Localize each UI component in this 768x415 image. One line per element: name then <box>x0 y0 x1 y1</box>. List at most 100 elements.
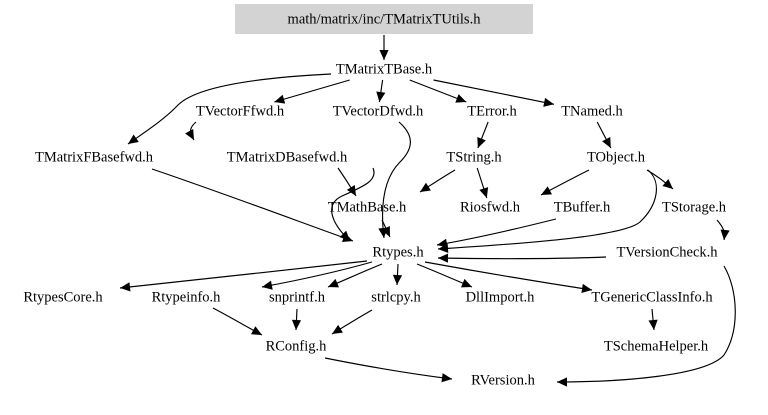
edge-arrowhead <box>120 282 131 292</box>
node-label: RtypesCore.h <box>23 289 103 305</box>
nodes-layer: math/matrix/inc/TMatrixTUtils.hTMatrixTB… <box>23 4 727 388</box>
edge-arrowhead <box>543 97 554 107</box>
node-label: Riosfwd.h <box>460 199 521 215</box>
graph-edge <box>127 73 332 145</box>
node-label: snprintf.h <box>269 289 326 305</box>
node-label: RConfig.h <box>266 338 328 354</box>
edge-arrowhead <box>128 134 139 144</box>
node-label: TMatrixTBase.h <box>336 61 433 77</box>
graph-node-tobject[interactable]: TObject.h <box>587 149 646 165</box>
graph-edge <box>382 121 411 239</box>
edge-arrowhead <box>648 319 658 330</box>
graph-edge <box>437 256 607 260</box>
edge-arrowhead <box>328 278 340 288</box>
root-node-label: math/matrix/inc/TMatrixTUtils.h <box>288 11 482 27</box>
node-label: TMatrixFBasefwd.h <box>35 149 154 165</box>
node-label: TGenericClassInfo.h <box>591 289 713 305</box>
graph-node-rversion[interactable]: RVersion.h <box>471 372 535 388</box>
graph-node-tvectorffwd[interactable]: TVectorFfwd.h <box>196 103 285 119</box>
node-label: TStorage.h <box>662 199 727 215</box>
node-label: Rtypeinfo.h <box>152 289 222 305</box>
graph-edge <box>436 218 557 246</box>
graph-edge <box>409 79 467 103</box>
graph-edge <box>331 167 375 242</box>
node-label: TObject.h <box>587 149 646 165</box>
edge-arrowhead <box>420 182 431 192</box>
graph-edge <box>556 265 736 383</box>
edge-arrowhead <box>291 319 302 330</box>
edge-arrowhead <box>262 280 273 290</box>
graph-node-riosfwd[interactable]: Riosfwd.h <box>460 199 521 215</box>
edge-arrowhead <box>376 91 386 102</box>
root-node-background <box>235 4 533 34</box>
graph-node-rtypescore[interactable]: RtypesCore.h <box>23 289 103 305</box>
graph-node-tmatrixdbasefwd[interactable]: TMatrixDBasefwd.h <box>227 149 348 165</box>
node-label: Rtypes.h <box>372 244 424 260</box>
node-label: TError.h <box>467 103 517 119</box>
edge-arrowhead <box>339 230 350 241</box>
edge-arrowhead <box>455 94 467 103</box>
graph-node-tstorage[interactable]: TStorage.h <box>662 199 727 215</box>
graph-node-tmatrixtbase[interactable]: TMatrixTBase.h <box>336 61 433 77</box>
graph-edge <box>433 79 555 105</box>
graph-node-snprintf[interactable]: snprintf.h <box>269 289 326 305</box>
graph-node-terror[interactable]: TError.h <box>467 103 517 119</box>
node-label: TMatrixDBasefwd.h <box>227 149 348 165</box>
graph-node-rconfig[interactable]: RConfig.h <box>266 338 328 354</box>
node-label: TString.h <box>446 149 502 165</box>
edge-arrowhead <box>392 274 403 285</box>
node-label: TBuffer.h <box>554 199 611 215</box>
graph-node-tvectordfwd[interactable]: TVectorDfwd.h <box>333 103 424 119</box>
edge-arrowhead <box>441 373 452 383</box>
edge-arrowhead <box>479 187 489 198</box>
graph-node-tbuffer[interactable]: TBuffer.h <box>554 199 611 215</box>
edge-arrowhead <box>381 225 390 237</box>
graph-node-tgenericclassinfo[interactable]: TGenericClassInfo.h <box>591 289 713 305</box>
edge-arrowhead <box>602 137 611 148</box>
graph-node-dllimport[interactable]: DllImport.h <box>466 289 536 305</box>
node-label: TNamed.h <box>561 103 623 119</box>
edge-arrowhead <box>437 238 448 248</box>
edge-arrowhead <box>332 324 343 334</box>
graph-edge <box>274 79 350 103</box>
node-label: TMathBase.h <box>328 199 407 215</box>
edge-arrowhead <box>438 253 449 263</box>
edge-arrowhead <box>379 50 389 60</box>
node-label: TVectorDfwd.h <box>333 103 424 119</box>
graph-node-tschemahelper[interactable]: TSchemaHelper.h <box>604 338 709 354</box>
node-label: TVersionCheck.h <box>616 244 718 260</box>
edge-arrowhead <box>662 179 673 189</box>
node-label: TSchemaHelper.h <box>604 338 709 354</box>
graph-node-rtypes[interactable]: Rtypes.h <box>372 244 424 260</box>
node-label: strlcpy.h <box>371 289 421 305</box>
edge-arrowhead <box>461 278 472 288</box>
edge-arrowhead <box>346 185 356 196</box>
edge-arrowhead <box>557 377 568 387</box>
graph-node-tnamed[interactable]: TNamed.h <box>561 103 623 119</box>
graph-edge <box>119 260 368 289</box>
node-label: RVersion.h <box>471 372 535 388</box>
edge-arrowhead <box>720 229 730 240</box>
edge-arrowhead <box>477 137 486 148</box>
graph-node-root[interactable]: math/matrix/inc/TMatrixTUtils.h <box>235 4 533 34</box>
graph-edge <box>437 169 657 250</box>
graph-node-strlcpy[interactable]: strlcpy.h <box>371 289 421 305</box>
graph-node-tmathbase[interactable]: TMathBase.h <box>328 199 407 215</box>
node-label: TVectorFfwd.h <box>196 103 285 119</box>
graph-node-tversioncheck[interactable]: TVersionCheck.h <box>616 244 718 260</box>
edge-arrowhead <box>274 94 286 104</box>
graph-edge <box>261 261 373 288</box>
graph-edge <box>424 261 593 291</box>
edge-arrowhead <box>251 326 262 335</box>
edge-arrowhead <box>541 186 552 195</box>
graph-edge <box>151 168 354 242</box>
graph-edge <box>324 357 453 380</box>
graph-node-rtypeinfo[interactable]: Rtypeinfo.h <box>152 289 222 305</box>
graph-node-tmatrixfbasefwd[interactable]: TMatrixFBasefwd.h <box>35 149 154 165</box>
edge-arrowhead <box>185 129 194 140</box>
edges-layer <box>119 35 736 387</box>
node-label: DllImport.h <box>466 289 536 305</box>
graph-node-tstring[interactable]: TString.h <box>446 149 502 165</box>
